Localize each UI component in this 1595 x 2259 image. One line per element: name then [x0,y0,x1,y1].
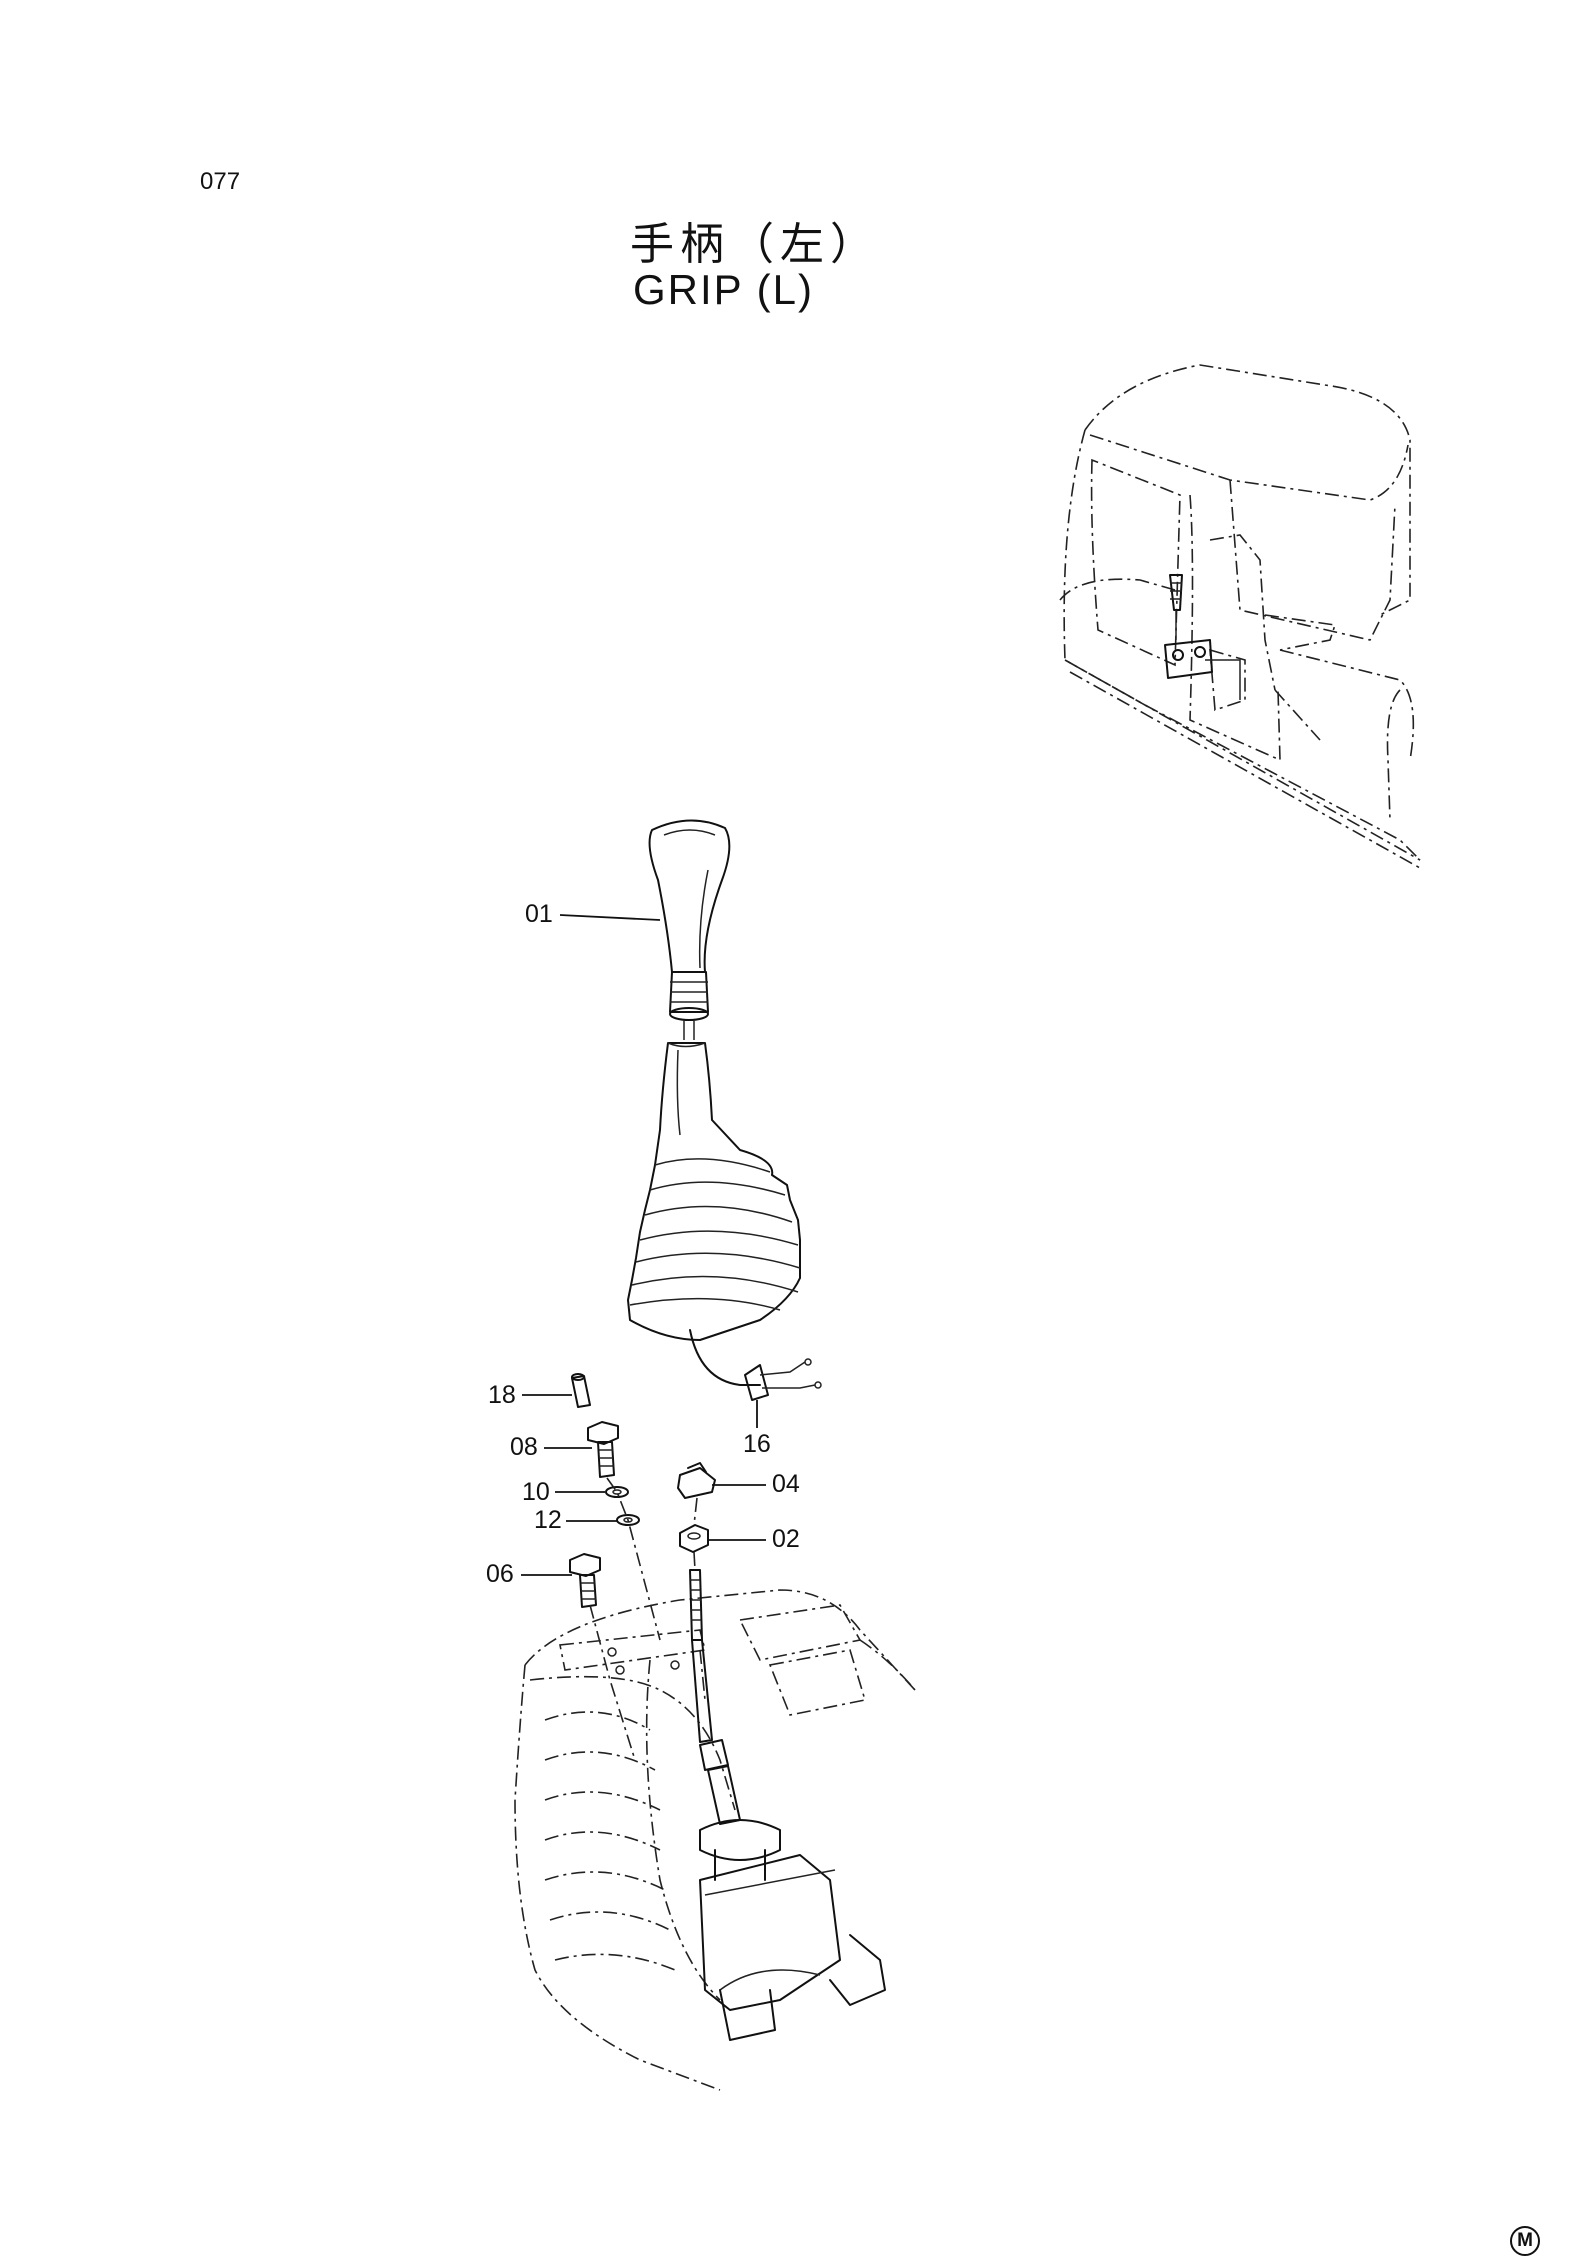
pin-18-icon [571,1373,591,1408]
bolt-08-icon [587,1421,619,1478]
callout-12: 12 [534,1506,562,1534]
grip-knob-icon [648,819,731,1040]
callout-10: 10 [522,1478,550,1506]
assembly-lines [589,1477,698,1761]
title-english: GRIP (L) [633,266,814,313]
bolt-06-icon [569,1553,601,1608]
pilot-valve-icon [689,1569,886,2041]
control-console-icon [514,1589,916,2091]
callout-06: 06 [486,1560,514,1588]
leader-lines [521,914,766,1576]
excavator-cab-icon [1059,364,1421,869]
callout-02: 02 [772,1525,800,1553]
manufacturer-mark: M [1510,2226,1540,2256]
page-number: 077 [200,168,241,195]
nut-02-icon [679,1524,709,1553]
callout-04: 04 [772,1470,800,1498]
callout-08: 08 [510,1433,538,1461]
callout-16: 16 [743,1430,771,1458]
washer-12-icon [616,1514,640,1526]
title-chinese: 手柄（左） [630,219,880,270]
cap-04-icon [677,1462,716,1499]
rubber-boot-icon [627,1042,822,1401]
callout-01: 01 [525,900,553,928]
callout-18: 18 [488,1381,516,1409]
washer-10-icon [605,1486,629,1498]
